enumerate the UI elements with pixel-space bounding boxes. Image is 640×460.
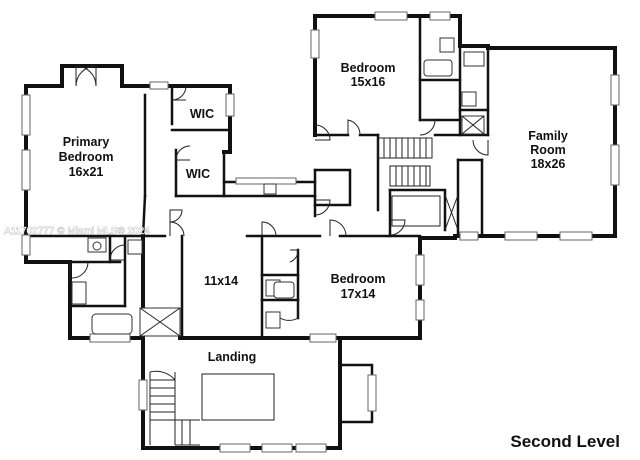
- windows: [21, 11, 620, 453]
- family-room-size: 18x26: [531, 157, 566, 171]
- doors: [69, 65, 489, 321]
- wic-upper-label: WIC: [190, 107, 214, 121]
- room-labels: Primary Bedroom 16x21 WIC WIC Bedroom 15…: [59, 61, 568, 364]
- mls-watermark: A11702777 © Miami MLS® 2024: [4, 226, 150, 237]
- bedroom-top-label: Bedroom: [341, 61, 396, 75]
- stairs: [149, 137, 433, 446]
- level-title: Second Level: [510, 432, 620, 451]
- primary-bedroom-label-line1: Primary: [63, 135, 110, 149]
- landing-label: Landing: [208, 350, 257, 364]
- bedroom-top-size: 15x16: [351, 75, 386, 89]
- family-room-label-line1: Family: [528, 129, 568, 143]
- family-room-label-line2: Room: [530, 143, 565, 157]
- landing-bay: [201, 363, 377, 424]
- primary-bedroom-label-line2: Bedroom: [59, 150, 114, 164]
- bedroom-right-size: 17x14: [341, 287, 376, 301]
- hall-size: 11x14: [204, 274, 238, 288]
- interior-walls: [24, 14, 490, 340]
- wic-lower-label: WIC: [186, 167, 210, 181]
- primary-bedroom-size: 16x21: [69, 165, 104, 179]
- bedroom-right-label: Bedroom: [331, 272, 386, 286]
- bath-fixtures: [71, 37, 485, 337]
